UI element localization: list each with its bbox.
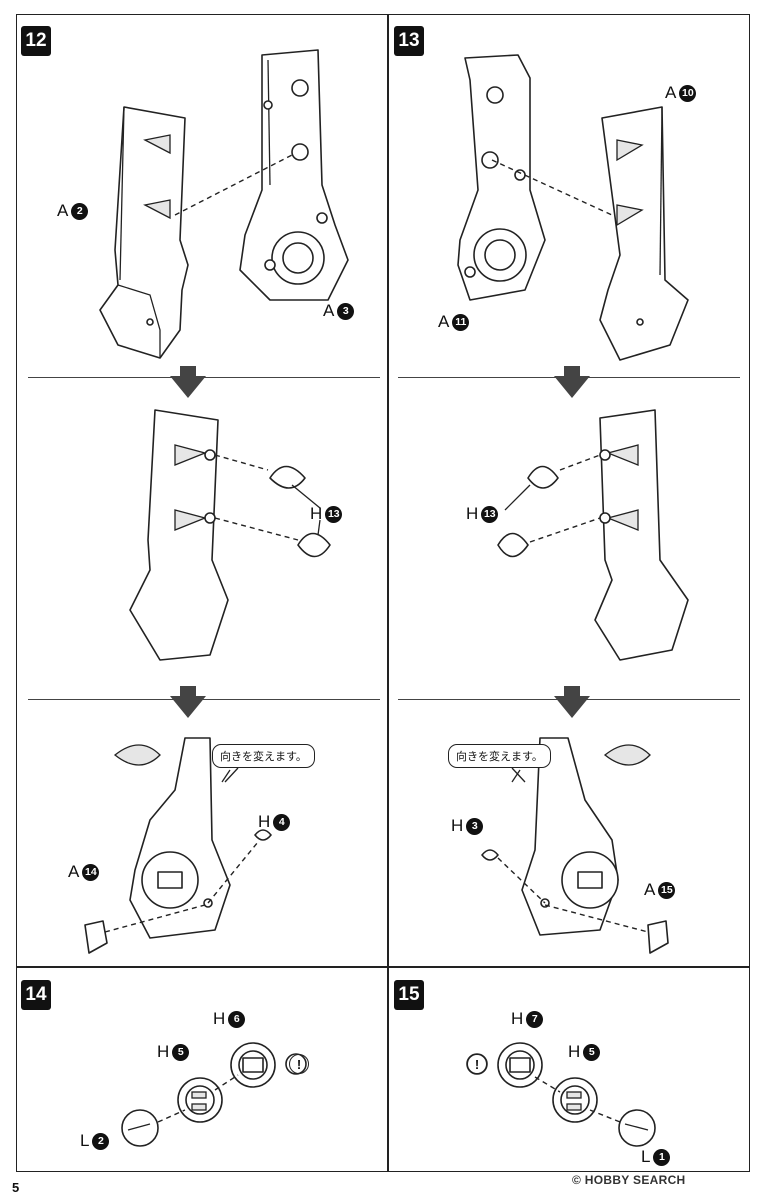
part-a2-drawing [99, 106, 189, 359]
step14-parts-drawing [121, 1042, 307, 1147]
a15-part-drawing [647, 920, 669, 954]
step-number-14: 14 [21, 980, 51, 1010]
part-number-badge: 2 [92, 1132, 110, 1150]
part-number-badge: 5 [172, 1043, 190, 1061]
a14-part-drawing [84, 920, 108, 954]
h3-part-drawing [481, 849, 499, 861]
page-number: 5 [12, 1180, 20, 1195]
part-number-badge: 11 [452, 313, 470, 331]
part-number-badge: 3 [337, 302, 355, 320]
rotate-note-callout: 向きを変えます。 [212, 744, 315, 768]
part-a10-drawing [599, 106, 689, 361]
row-divider [16, 966, 750, 968]
down-arrow [554, 686, 590, 718]
down-arrow [170, 686, 206, 718]
part-number-badge: 13 [325, 505, 343, 523]
part-number-badge: 10 [679, 84, 697, 102]
warning-icon: ! [467, 1054, 487, 1074]
h13-part-drawing [527, 465, 559, 489]
part-number-badge: 14 [82, 863, 100, 881]
part-number-badge: 2 [71, 202, 89, 220]
h13-part-drawing [269, 465, 306, 489]
step-number-12: 12 [21, 26, 51, 56]
part-assembled-drawing [594, 409, 689, 661]
part-rotated-drawing [113, 737, 231, 939]
step15-parts-drawing [466, 1042, 656, 1147]
h13-part-drawing [297, 532, 331, 558]
column-divider [387, 14, 389, 1172]
part-rotated-drawing [521, 737, 651, 936]
watermark: © HOBBY SEARCH [572, 1173, 686, 1187]
part-number-badge: 7 [526, 1010, 544, 1028]
part-number-badge: 3 [466, 817, 484, 835]
down-arrow [170, 366, 206, 398]
down-arrow [554, 366, 590, 398]
part-a3-drawing [239, 49, 349, 301]
step-number-13: 13 [394, 26, 424, 56]
part-number-badge: 6 [228, 1010, 246, 1028]
part-number-badge: 15 [658, 881, 676, 899]
part-a11-drawing [457, 54, 546, 301]
warning-icon: ! [289, 1054, 309, 1074]
step-number-15: 15 [394, 980, 424, 1010]
part-number-badge: 13 [481, 505, 499, 523]
h4-part-drawing [254, 829, 272, 841]
h13-part-drawing [497, 532, 529, 558]
rotate-note-callout: 向きを変えます。 [448, 744, 551, 768]
part-number-badge: 4 [273, 813, 291, 831]
part-number-badge: 1 [653, 1148, 671, 1166]
manual-page-frame [16, 14, 750, 1172]
part-assembled-drawing [129, 409, 229, 661]
sub-step-divider [28, 699, 380, 700]
part-number-badge: 5 [583, 1043, 601, 1061]
